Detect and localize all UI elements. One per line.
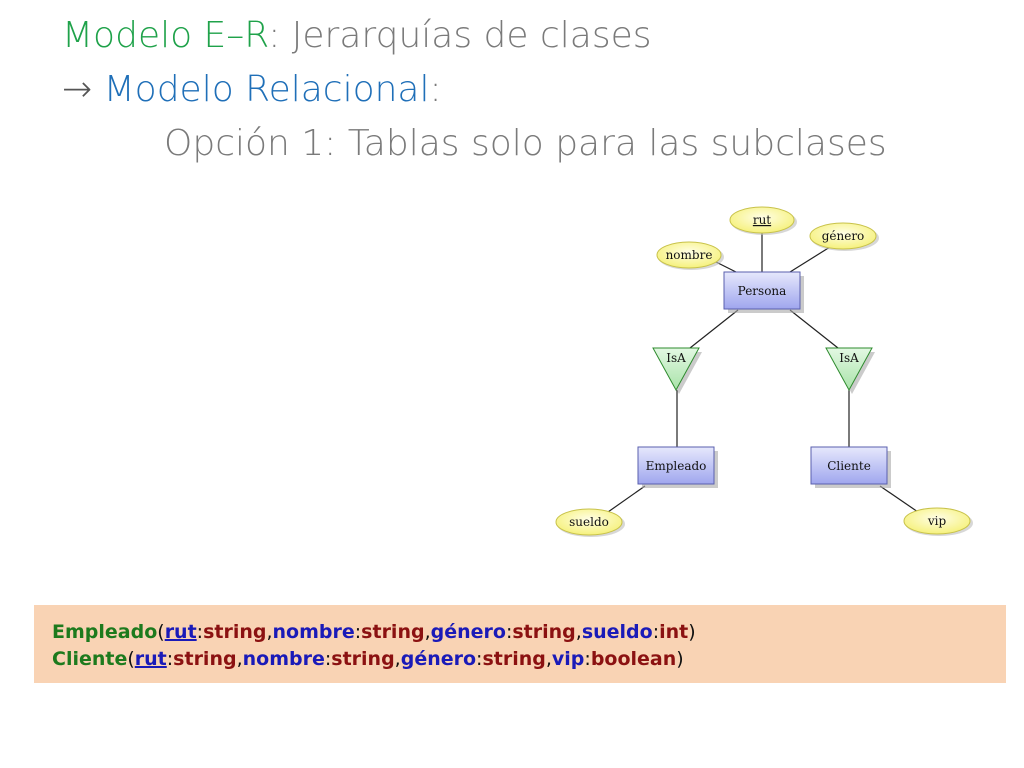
schema-cliente-key-rut: rut bbox=[134, 648, 167, 670]
entity-persona: Persona bbox=[723, 271, 804, 313]
attribute-rut-label: rut bbox=[753, 213, 771, 227]
attribute-rut: rut bbox=[729, 206, 797, 235]
attribute-nombre-label: nombre bbox=[666, 248, 713, 262]
isa-right-label: IsA bbox=[839, 351, 859, 365]
entity-empleado-label: Empleado bbox=[646, 459, 707, 473]
entity-cliente: Cliente bbox=[810, 446, 891, 488]
schema-type: string bbox=[361, 621, 425, 643]
schema-cliente: Cliente(rut:string,nombre:string,género:… bbox=[52, 648, 684, 670]
arrow-right-icon: → bbox=[62, 69, 104, 110]
schema-type: string bbox=[331, 648, 395, 670]
line-empleado-sueldo bbox=[607, 485, 646, 513]
line-cliente-vip bbox=[879, 485, 919, 513]
entity-persona-label: Persona bbox=[738, 284, 787, 298]
relational-schema-box: Empleado(rut:string,nombre:string,género… bbox=[34, 605, 1006, 683]
title-colon: : bbox=[429, 69, 442, 110]
line-nombre-persona bbox=[715, 261, 739, 274]
schema-attr: nombre bbox=[242, 648, 325, 670]
schema-type: boolean bbox=[590, 648, 677, 670]
title-option-1: Opción 1: Tablas solo para las subclases bbox=[164, 123, 887, 164]
er-diagram: rut género nombre sueldo vip Persona Emp… bbox=[555, 206, 973, 537]
schema-empleado: Empleado(rut:string,nombre:string,género… bbox=[52, 621, 696, 643]
schema-attr: sueldo bbox=[581, 621, 653, 643]
isa-right-triangle: IsA bbox=[825, 347, 875, 394]
title-relational-model: Modelo Relacional bbox=[103, 69, 430, 110]
attribute-vip-label: vip bbox=[927, 514, 947, 528]
connector-lines bbox=[607, 230, 919, 513]
schema-type: int bbox=[659, 621, 689, 643]
isa-left-triangle: IsA bbox=[652, 347, 702, 394]
title-line-2: → Modelo Relacional: bbox=[62, 68, 442, 112]
schema-attr: vip bbox=[551, 648, 585, 670]
attribute-sueldo: sueldo bbox=[555, 508, 625, 537]
isa-left-label: IsA bbox=[666, 351, 686, 365]
entity-cliente-label: Cliente bbox=[827, 459, 871, 473]
attribute-nombre: nombre bbox=[656, 241, 724, 270]
paren-open: ( bbox=[127, 648, 135, 670]
schema-type: string bbox=[173, 648, 237, 670]
attribute-sueldo-label: sueldo bbox=[569, 515, 609, 529]
title-er-model: Modelo E–R bbox=[62, 15, 269, 56]
schema-empleado-key-rut: rut bbox=[164, 621, 197, 643]
schema-type: string bbox=[482, 648, 546, 670]
attribute-genero: género bbox=[809, 222, 879, 251]
paren-open: ( bbox=[157, 621, 165, 643]
line-persona-isa-left bbox=[689, 309, 739, 349]
schema-attr: género bbox=[400, 648, 477, 670]
schema-cliente-table: Cliente bbox=[52, 648, 128, 670]
entity-empleado: Empleado bbox=[637, 446, 718, 488]
attribute-genero-label: género bbox=[822, 229, 865, 243]
schema-type: string bbox=[512, 621, 576, 643]
schema-attr: género bbox=[430, 621, 506, 643]
paren-close: ) bbox=[688, 621, 696, 643]
schema-type: string bbox=[203, 621, 267, 643]
title-hierarchies: : Jerarquías de clases bbox=[268, 15, 652, 56]
title-line-1: Modelo E–R: Jerarquías de clases bbox=[62, 14, 651, 58]
line-persona-isa-right bbox=[789, 309, 839, 349]
schema-attr: nombre bbox=[272, 621, 355, 643]
paren-close: ) bbox=[676, 648, 684, 670]
line-genero-persona bbox=[789, 246, 831, 273]
schema-empleado-table: Empleado bbox=[52, 621, 158, 643]
attribute-vip: vip bbox=[903, 507, 973, 536]
